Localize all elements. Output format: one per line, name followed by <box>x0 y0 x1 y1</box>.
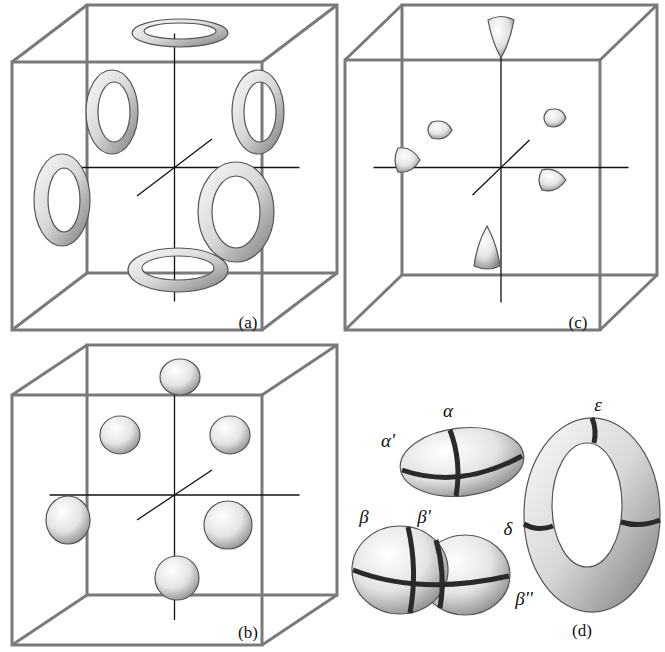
cube-c <box>345 5 657 330</box>
panel-label: (d) <box>572 622 592 639</box>
axes-c <box>374 33 629 303</box>
panel-label: (a) <box>239 314 258 331</box>
orbit-label: α <box>443 401 453 420</box>
panel-label: (b) <box>238 624 258 641</box>
orbit-label: α' <box>381 431 395 450</box>
axes-b <box>50 370 300 620</box>
panel-label: (c) <box>569 314 588 331</box>
orbit-label: β' <box>417 507 431 526</box>
alpha-ellipsoid <box>397 422 527 503</box>
beta-peanut <box>352 526 510 615</box>
orbit-label: β <box>359 507 368 526</box>
cone-pockets-c <box>395 17 566 270</box>
orbit-label: β'' <box>515 589 533 608</box>
axes-a <box>50 34 300 302</box>
cube-b <box>12 345 337 645</box>
blob-pockets-b <box>46 359 252 600</box>
cube-a <box>12 5 337 330</box>
torus-pockets-a <box>34 19 284 292</box>
orbit-label: δ <box>504 519 513 538</box>
orbit-label: ε <box>594 395 602 414</box>
epsilon-torus <box>524 418 660 612</box>
